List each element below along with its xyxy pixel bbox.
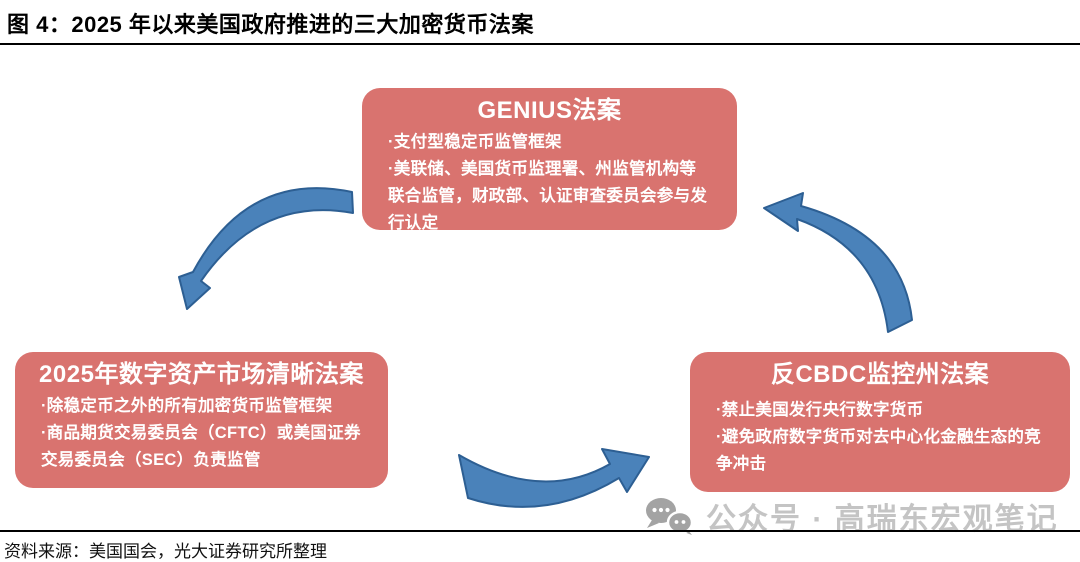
market-clarity-act-box: 2025年数字资产市场清晰法案 ·除稳定币之外的所有加密货币监管框架 ·商品期货…	[15, 352, 388, 488]
law-box-bullet: ·禁止美国发行央行数字货币	[716, 401, 924, 419]
law-box-bullet: ·支付型稳定币监管框架	[388, 133, 562, 151]
arrow-top-to-left-icon	[178, 187, 354, 310]
genius-act-box: GENIUS法案 ·支付型稳定币监管框架 ·美联储、美国货币监理署、州监管机构等…	[362, 88, 737, 232]
law-box-bullet: ·商品期货交易委员会（CFTC）或美国证券交易委员会（SEC）负责监管	[41, 424, 361, 469]
arrow-right-to-top-icon	[763, 192, 913, 333]
law-box-title: 2025年数字资产市场清晰法案	[39, 361, 364, 388]
source-note: 资料来源：美国国会，光大证券研究所整理	[4, 542, 327, 561]
source-divider-line	[0, 530, 1080, 532]
law-box-bullet: ·除稳定币之外的所有加密货币监管框架	[41, 397, 333, 415]
law-box-bullet: ·美联储、美国货币监理署、州监管机构等联合监管，财政部、认证审查委员会参与发行认…	[388, 160, 708, 232]
law-box-title: 反CBDC监控州法案	[770, 361, 990, 388]
anti-cbdc-act-box: 反CBDC监控州法案 ·禁止美国发行央行数字货币 ·避免政府数字货币对去中心化金…	[690, 352, 1070, 492]
arrow-left-to-right-icon	[458, 448, 650, 508]
law-box-bullets: ·除稳定币之外的所有加密货币监管框架 ·商品期货交易委员会（CFTC）或美国证券…	[15, 391, 388, 474]
law-box-bullets: ·禁止美国发行央行数字货币 ·避免政府数字货币对去中心化金融生态的竞争冲击	[690, 391, 1070, 478]
law-box-title: GENIUS法案	[477, 97, 622, 124]
law-box-bullets: ·支付型稳定币监管框架 ·美联储、美国货币监理署、州监管机构等联合监管，财政部、…	[362, 127, 737, 237]
figure-title: 图 4：2025 年以来美国政府推进的三大加密货币法案	[7, 12, 534, 37]
law-box-bullet: ·避免政府数字货币对去中心化金融生态的竞争冲击	[716, 428, 1041, 473]
title-divider-line	[0, 43, 1080, 45]
